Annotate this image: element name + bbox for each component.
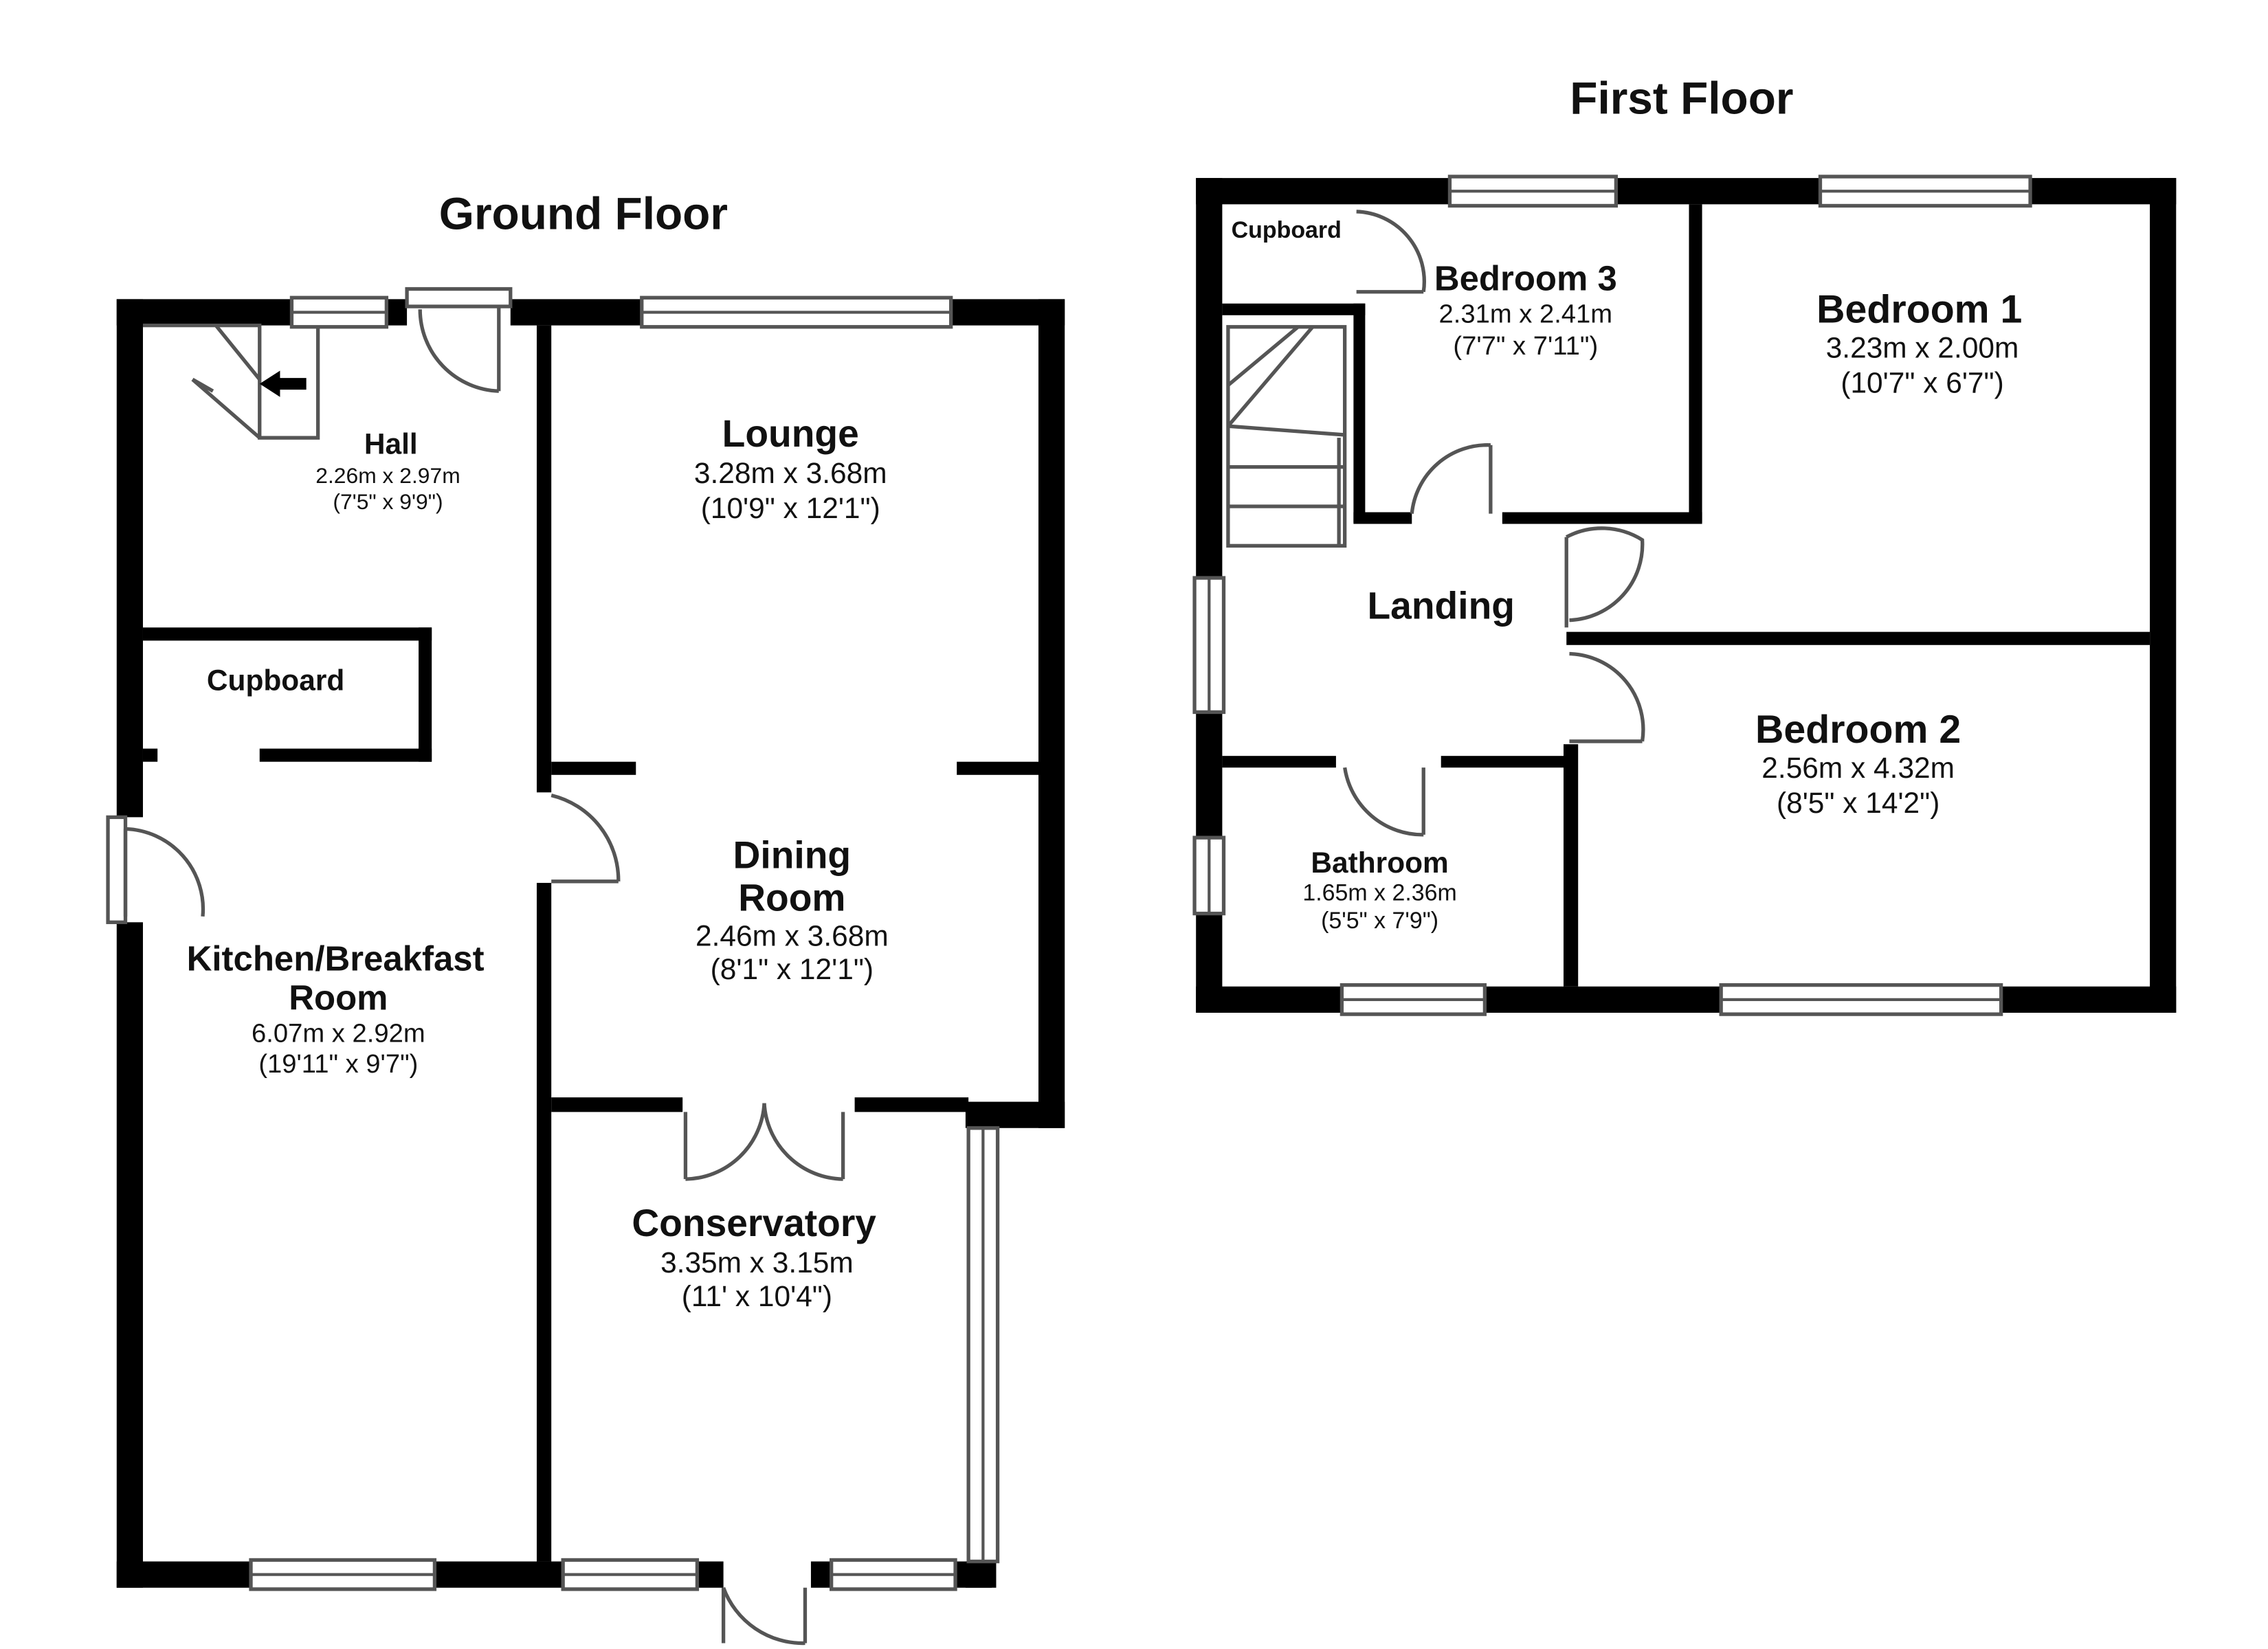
room-first-cupboard: Cupboard bbox=[1232, 217, 1342, 243]
room-ground-cupboard: Cupboard bbox=[207, 664, 344, 697]
kitchen-imperial: (19'11" x 9'7") bbox=[258, 1049, 418, 1079]
landing-name: Landing bbox=[1367, 585, 1515, 627]
first-floor-title: First Floor bbox=[1570, 73, 1793, 124]
ground-cupboard-name: Cupboard bbox=[207, 664, 344, 697]
hall-imperial: (7'5" x 9'9") bbox=[333, 489, 443, 514]
dining-name-line1: Dining bbox=[733, 834, 852, 877]
room-landing: Landing bbox=[1367, 585, 1515, 627]
bedroom2-name: Bedroom 2 bbox=[1755, 708, 1961, 752]
bedroom2-metric: 2.56m x 4.32m bbox=[1761, 752, 1955, 784]
lounge-metric: 3.28m x 3.68m bbox=[694, 457, 887, 489]
room-hall: Hall 2.26m x 2.97m (7'5" x 9'9") bbox=[315, 428, 460, 515]
dining-imperial: (8'1" x 12'1") bbox=[711, 953, 874, 985]
lounge-name: Lounge bbox=[722, 412, 859, 455]
room-bedroom3: Bedroom 3 2.31m x 2.41m (7'7" x 7'11") bbox=[1434, 259, 1617, 361]
first-floor-walls bbox=[1196, 178, 2177, 1013]
room-bedroom2: Bedroom 2 2.56m x 4.32m (8'5" x 14'2") bbox=[1755, 708, 1961, 819]
bedroom2-imperial: (8'5" x 14'2") bbox=[1777, 787, 1939, 819]
room-conservatory: Conservatory 3.35m x 3.15m (11' x 10'4") bbox=[632, 1202, 876, 1312]
first-floor-windows bbox=[1192, 175, 2032, 1016]
ground-floor: Ground Floor bbox=[106, 188, 1065, 1646]
bedroom3-metric: 2.31m x 2.41m bbox=[1439, 299, 1613, 328]
kitchen-name-line2: Room bbox=[289, 978, 388, 1018]
dining-metric: 2.46m x 3.68m bbox=[696, 919, 889, 952]
hall-metric: 2.26m x 2.97m bbox=[315, 463, 460, 488]
bathroom-metric: 1.65m x 2.36m bbox=[1302, 879, 1456, 906]
first-floor-stairs bbox=[1226, 325, 1347, 548]
room-dining: Dining Room 2.46m x 3.68m (8'1" x 12'1") bbox=[696, 834, 889, 985]
ground-floor-windows bbox=[106, 295, 1000, 1591]
bathroom-name: Bathroom bbox=[1311, 846, 1448, 879]
conservatory-metric: 3.35m x 3.15m bbox=[660, 1246, 854, 1279]
first-cupboard-name: Cupboard bbox=[1232, 217, 1342, 243]
room-lounge: Lounge 3.28m x 3.68m (10'9" x 12'1") bbox=[694, 412, 887, 524]
bedroom1-imperial: (10'7" x 6'7") bbox=[1841, 366, 2003, 399]
stairs-direction-arrow-icon bbox=[259, 370, 307, 397]
hall-name: Hall bbox=[364, 428, 418, 460]
bedroom3-imperial: (7'7" x 7'11") bbox=[1453, 331, 1598, 361]
first-floor-doors bbox=[1343, 210, 1645, 837]
first-floor: First Floor bbox=[1192, 73, 2177, 1016]
ground-floor-walls bbox=[116, 299, 1065, 1588]
dining-name-line2: Room bbox=[738, 876, 845, 919]
ground-floor-title: Ground Floor bbox=[439, 188, 728, 238]
conservatory-name: Conservatory bbox=[632, 1202, 876, 1244]
room-bedroom1: Bedroom 1 3.23m x 2.00m (10'7" x 6'7") bbox=[1816, 287, 2022, 399]
conservatory-imperial: (11' x 10'4") bbox=[682, 1280, 832, 1312]
hall-stairs bbox=[142, 323, 320, 440]
kitchen-metric: 6.07m x 2.92m bbox=[252, 1018, 425, 1048]
bedroom3-name: Bedroom 3 bbox=[1434, 259, 1617, 298]
bedroom1-name: Bedroom 1 bbox=[1816, 287, 2022, 331]
bathroom-imperial: (5'5" x 7'9") bbox=[1321, 908, 1438, 934]
room-bathroom: Bathroom 1.65m x 2.36m (5'5" x 7'9") bbox=[1302, 846, 1456, 934]
lounge-imperial: (10'9" x 12'1") bbox=[701, 492, 880, 524]
ground-floor-doors bbox=[123, 287, 845, 1646]
bedroom1-metric: 3.23m x 2.00m bbox=[1826, 331, 2019, 363]
room-kitchen: Kitchen/Breakfast Room 6.07m x 2.92m (19… bbox=[187, 939, 485, 1079]
kitchen-name-line1: Kitchen/Breakfast bbox=[187, 939, 485, 978]
